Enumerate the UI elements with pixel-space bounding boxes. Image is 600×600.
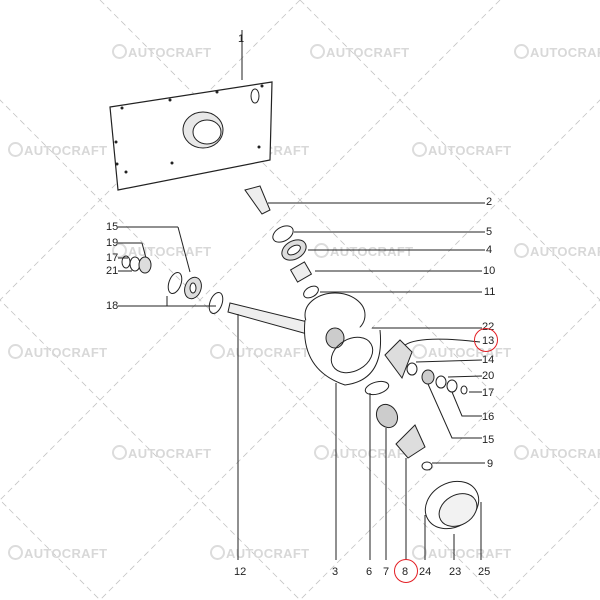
watermark-ring-icon: [210, 344, 225, 359]
watermark-text: AUTOCRAFT: [428, 143, 512, 158]
watermark-ring-icon: [112, 445, 127, 460]
callout-label-22[interactable]: 22: [482, 321, 495, 333]
callout-label-7[interactable]: 7: [383, 566, 390, 578]
watermark-ring-icon: [514, 243, 529, 258]
callout-label-2[interactable]: 2: [486, 196, 493, 208]
watermark-logo: AUTOCRAFT: [514, 44, 600, 60]
callout-label-6[interactable]: 6: [366, 566, 373, 578]
watermark-text: AUTOCRAFT: [128, 45, 212, 60]
watermark-logo: AUTOCRAFT: [210, 545, 309, 561]
callout-label-11[interactable]: 11: [484, 286, 496, 298]
watermark-logo: AUTOCRAFT: [112, 445, 211, 461]
callout-label-14[interactable]: 14: [482, 354, 495, 366]
callout-label-15l[interactable]: 15: [106, 221, 119, 233]
watermark-ring-icon: [8, 142, 23, 157]
watermark-ring-icon: [112, 243, 127, 258]
watermark-text: AUTOCRAFT: [226, 546, 310, 561]
watermark-logo: AUTOCRAFT: [8, 142, 107, 158]
watermark-text: AUTOCRAFT: [24, 143, 108, 158]
watermark-logo: AUTOCRAFT: [412, 142, 511, 158]
watermark-ring-icon: [8, 545, 23, 560]
watermark-ring-icon: [514, 445, 529, 460]
watermark-text: AUTOCRAFT: [530, 45, 600, 60]
callout-label-15r[interactable]: 15: [482, 434, 495, 446]
watermark-logo: AUTOCRAFT: [310, 44, 409, 60]
watermark-text: AUTOCRAFT: [330, 244, 414, 259]
callout-label-23[interactable]: 23: [449, 566, 462, 578]
part-3-housing: [304, 292, 482, 560]
callout-label-9[interactable]: 9: [487, 458, 494, 470]
watermark-text: AUTOCRAFT: [330, 446, 414, 461]
watermark-logo: AUTOCRAFT: [514, 445, 600, 461]
watermark-text: AUTOCRAFT: [326, 45, 410, 60]
callout-label-20[interactable]: 20: [482, 370, 495, 382]
watermark-logo: AUTOCRAFT: [412, 545, 511, 561]
part-1-cover-plate: [109, 30, 273, 191]
watermark-text: AUTOCRAFT: [24, 546, 108, 561]
callout-label-5[interactable]: 5: [486, 226, 493, 238]
watermark-ring-icon: [310, 44, 325, 59]
watermark-text: AUTOCRAFT: [128, 244, 212, 259]
watermark-logo: AUTOCRAFT: [112, 243, 211, 259]
callout-label-17l[interactable]: 17: [106, 252, 119, 264]
watermark-logo: AUTOCRAFT: [8, 344, 107, 360]
watermark-ring-icon: [412, 142, 427, 157]
callout-label-4[interactable]: 4: [486, 244, 493, 256]
watermark-text: AUTOCRAFT: [530, 446, 600, 461]
callout-label-25[interactable]: 25: [478, 566, 491, 578]
watermark-ring-icon: [8, 344, 23, 359]
watermark-ring-icon: [412, 545, 427, 560]
callout-label-17r[interactable]: 17: [482, 387, 495, 399]
callout-label-10[interactable]: 10: [483, 265, 496, 277]
part-2-shaft: [244, 185, 485, 215]
watermark-ring-icon: [514, 44, 529, 59]
callout-label-18[interactable]: 18: [106, 300, 119, 312]
highlight-circle-part-13: [474, 328, 498, 352]
watermark-text: AUTOCRAFT: [226, 345, 310, 360]
callout-label-19[interactable]: 19: [106, 237, 119, 249]
watermark-text: AUTOCRAFT: [24, 345, 108, 360]
watermark-ring-icon: [314, 445, 329, 460]
watermark-text: AUTOCRAFT: [128, 446, 212, 461]
watermark-logo: AUTOCRAFT: [8, 545, 107, 561]
watermark-logo: AUTOCRAFT: [112, 44, 211, 60]
callout-label-21[interactable]: 21: [106, 265, 119, 277]
watermark-logo: AUTOCRAFT: [314, 445, 413, 461]
watermark-logo: AUTOCRAFT: [514, 243, 600, 259]
watermark-logo: AUTOCRAFT: [210, 344, 309, 360]
callout-label-1[interactable]: 1: [238, 33, 245, 45]
callout-label-3[interactable]: 3: [332, 566, 339, 578]
watermark-text: AUTOCRAFT: [428, 546, 512, 561]
callout-label-12[interactable]: 12: [234, 566, 247, 578]
highlight-circle-part-8: [394, 559, 418, 583]
callout-label-24[interactable]: 24: [419, 566, 432, 578]
watermark-ring-icon: [112, 44, 127, 59]
watermark-ring-icon: [412, 344, 427, 359]
watermark-text: AUTOCRAFT: [530, 244, 600, 259]
watermark-ring-icon: [210, 545, 225, 560]
callout-label-16[interactable]: 16: [482, 411, 495, 423]
